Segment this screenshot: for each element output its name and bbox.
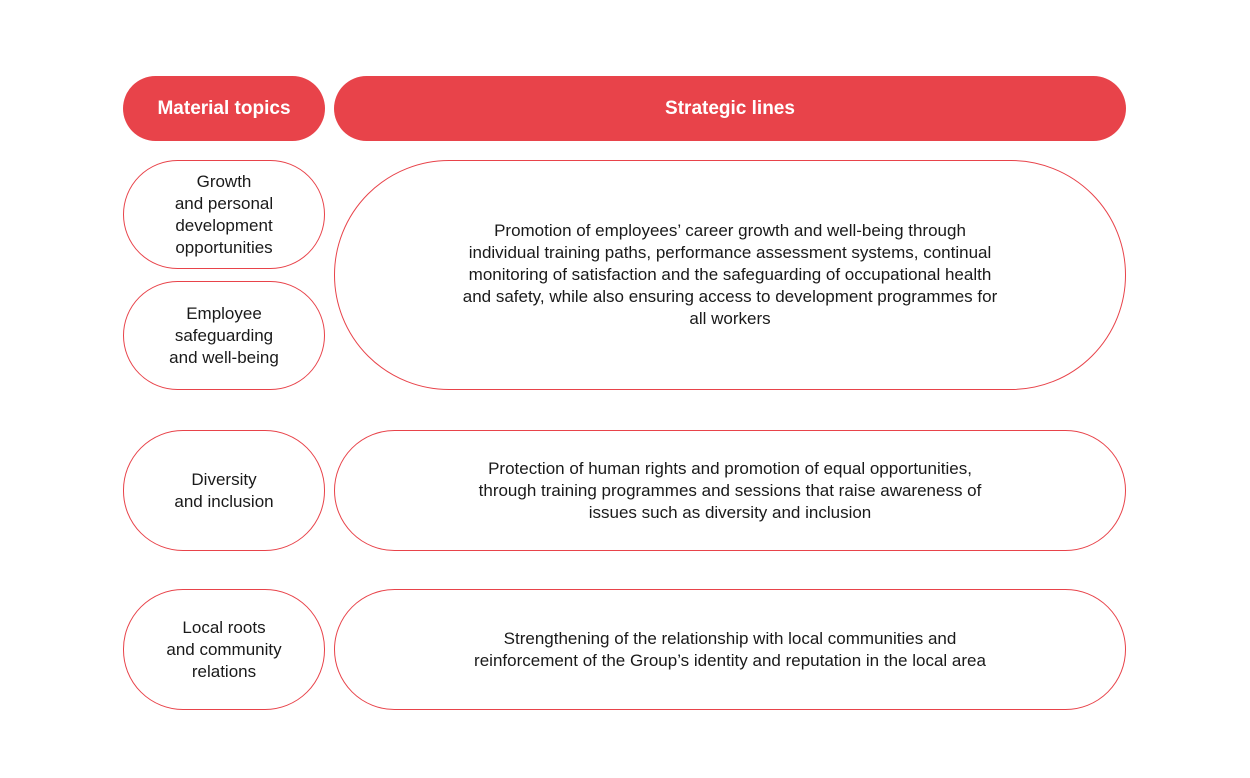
topic-label: Employee safeguarding and well-being	[169, 303, 279, 367]
topic-label: Local roots and community relations	[166, 617, 282, 681]
strategic-line-human-rights: Protection of human rights and promotion…	[334, 430, 1126, 551]
topic-diversity-inclusion: Diversity and inclusion	[123, 430, 325, 551]
strategic-line-text: Promotion of employees’ career growth an…	[462, 221, 998, 328]
topic-local-roots: Local roots and community relations	[123, 589, 325, 710]
strategic-lines-header-label: Strategic lines	[665, 97, 795, 119]
topic-label: Growth and personal development opportun…	[174, 171, 274, 257]
topic-label: Diversity and inclusion	[174, 469, 274, 511]
material-topics-header: Material topics	[123, 76, 325, 141]
strategic-line-text: Strengthening of the relationship with l…	[474, 628, 986, 670]
topic-growth-development: Growth and personal development opportun…	[123, 160, 325, 269]
strategic-lines-header: Strategic lines	[334, 76, 1126, 141]
material-topics-header-label: Material topics	[157, 97, 291, 119]
strategic-line-local-communities: Strengthening of the relationship with l…	[334, 589, 1126, 710]
strategic-line-text: Protection of human rights and promotion…	[478, 458, 982, 522]
strategic-line-career-wellbeing: Promotion of employees’ career growth an…	[334, 160, 1126, 390]
topic-employee-safeguarding: Employee safeguarding and well-being	[123, 281, 325, 390]
